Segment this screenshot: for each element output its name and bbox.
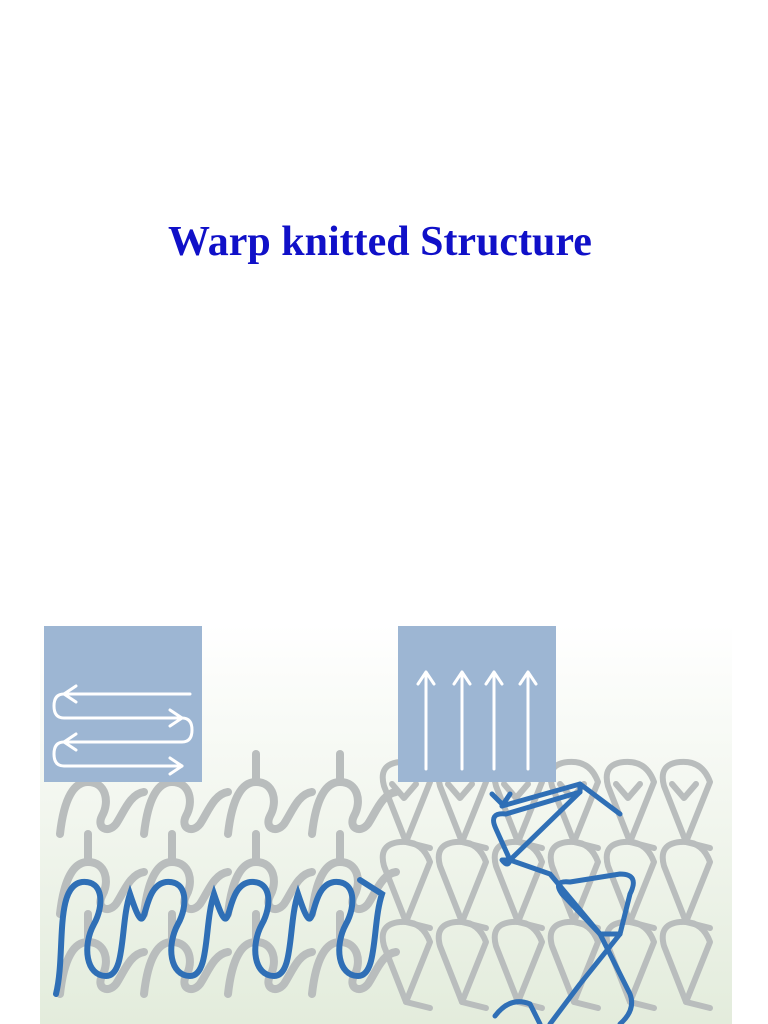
warp-blue-yarn — [489, 781, 636, 1024]
warp-grey-top — [613, 781, 643, 801]
warp-grey-underlap — [683, 999, 713, 1011]
warp-icon-box — [398, 626, 556, 782]
weft-grey-loop — [224, 777, 316, 838]
warp-grey-underlap — [571, 999, 601, 1011]
vertical-arrows-icon — [416, 670, 538, 771]
warp-grey-loop — [659, 838, 713, 925]
warp-grey-loop — [491, 918, 545, 1005]
warp-grey-loop — [379, 918, 433, 1005]
warp-grey-top — [389, 781, 419, 801]
warp-grey-top — [501, 781, 531, 801]
warp-grey-loop — [547, 918, 601, 1005]
warp-grey-loop — [603, 838, 657, 925]
warp-grey-loop — [659, 758, 713, 845]
weft-blue-yarn — [53, 877, 386, 997]
warp-grey-top — [445, 781, 475, 801]
weft-icon-box — [44, 626, 202, 782]
weft-knit-panel — [44, 626, 400, 998]
warp-grey-underlap — [459, 999, 489, 1011]
weft-grey-loop — [56, 777, 148, 838]
warp-grey-loop — [659, 918, 713, 1005]
warp-grey-loop — [491, 838, 545, 925]
warp-grey-loop — [603, 758, 657, 845]
knit-diagram — [40, 624, 732, 1024]
horizontal-zigzag-arrows-icon — [52, 684, 194, 776]
warp-grey-loop — [435, 838, 489, 925]
page-title: Warp knitted Structure — [168, 219, 592, 265]
warp-grey-loop — [379, 838, 433, 925]
warp-knit-panel — [379, 626, 713, 1024]
warp-grey-loop — [547, 838, 601, 925]
weft-grey-loop — [140, 777, 232, 838]
weft-grey-loop — [308, 777, 400, 838]
warp-grey-loop — [435, 918, 489, 1005]
warp-grey-top — [669, 781, 699, 801]
warp-grey-underlap — [403, 999, 433, 1011]
knit-structure-figure — [40, 624, 732, 1024]
